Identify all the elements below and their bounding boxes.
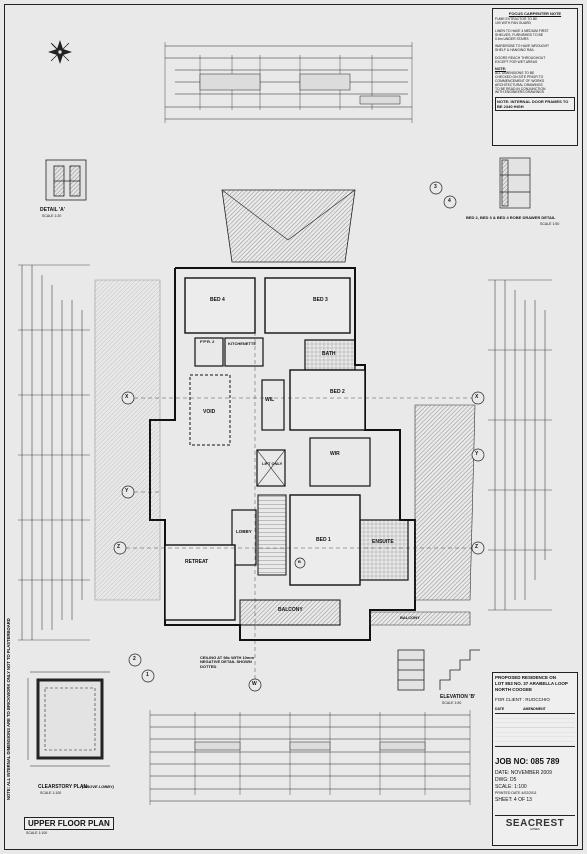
right-dimension-strings [488, 279, 552, 611]
notes-subheading: NOTE: [495, 66, 507, 71]
notes-line: FUME EXTRACTOR TO BE [495, 17, 538, 21]
grid-marker-y-right: Y [475, 451, 479, 457]
notes-line: SHELF & HANGING RAIL [495, 48, 535, 53]
notes-line: COMMENCEMENT OF WORKS [495, 78, 545, 83]
notes-line: LINEN TO HAVE 4 MEDIUM FIRST [495, 28, 549, 33]
room-label-kitchenette: KITCHENETTE [228, 341, 256, 346]
notes-line: CHECKED ON SITE PRIOR TO [495, 74, 544, 79]
roof-outline [221, 189, 356, 263]
north-arrow-icon [48, 40, 72, 64]
room-label-lift: LIFT ONLY [262, 461, 283, 466]
room-label-bed4: BED 4 [210, 297, 225, 303]
notes-line: WITH ENGINEERS DRAWINGS [495, 90, 545, 95]
drawing-date: DATE: NOVEMBER 2009 [495, 770, 552, 776]
notes-line: 100 WITH FAN GUARD [495, 20, 531, 25]
drawing-scale-value: SCALE: 1:100 [495, 784, 527, 790]
room-label-retreat: RETREAT [185, 559, 209, 565]
detail-a-scale: SCALE 1:20 [42, 214, 62, 218]
grid-marker-3: 3 [434, 184, 437, 190]
room-label-fpr2: F'P'R. 2 [200, 339, 215, 344]
room-label-balcony: BALCONY [278, 607, 303, 613]
room-label-ensuite: ENSUITE [372, 539, 394, 545]
room-label-bed2: BED 2 [330, 389, 345, 395]
grid-markers [113, 181, 485, 692]
building-outline [149, 267, 416, 641]
ceiling-note: CEILING AT 98c WITH 10mm NEGATIVE DETAIL… [200, 655, 255, 669]
bottom-dimension-strings [149, 710, 471, 805]
drawing-scale: SCALE 1:100 [26, 831, 48, 835]
job-number: JOB NO: 085 789 [495, 757, 560, 766]
project-line: PROPOSED RESIDENCE ON [495, 675, 557, 680]
grid-marker-2: 2 [133, 656, 136, 662]
sheet-number: SHEET: 4 OF 13 [495, 797, 532, 803]
grid-marker-w: W [252, 681, 257, 687]
title-block: PROPOSED RESIDENCE ON LOT 853 NO. 37 ARA… [492, 672, 578, 846]
room-label-wir: WIR [330, 451, 340, 457]
room-label-lobby: LOBBY [236, 529, 252, 534]
notes-line: WARDROBE TO HAVE WROUGHT [495, 44, 550, 49]
grid-marker-z-right: Z [475, 544, 479, 550]
room-label-bed3: BED 3 [313, 297, 328, 303]
sheet-border [4, 4, 583, 850]
clearstory-scale: SCALE 1:100 [40, 791, 62, 795]
printed-date: PRINTED DATE 4/02/2011 [495, 791, 537, 795]
elevation-b-label: ELEVATION 'B' [440, 694, 476, 700]
elevation-b-drawing [397, 649, 480, 691]
notes-line: ALL DIMENSIONS TO BE [495, 70, 535, 75]
grid-marker-y-left: Y [125, 488, 129, 494]
carpenter-notes-box: FOCUS CARPENTER NOTE FUME EXTRACTOR TO B… [492, 8, 578, 146]
company-sub: HOMES [530, 828, 540, 831]
room-label-bed1: BED 1 [316, 537, 331, 543]
project-line: NORTH COOGEE [495, 687, 533, 692]
grid-marker-x-right: X [475, 394, 479, 400]
grid-marker-1: 1 [146, 672, 149, 678]
room-label-bath: BATH [322, 351, 336, 357]
amendment-column-heading: AMENDMENT [523, 707, 546, 711]
notes-line: DOORS REACH THROUGHOUT [495, 56, 546, 61]
left-dimension-strings [18, 264, 90, 641]
grid-marker-z-left: Z [117, 544, 121, 550]
date-column-heading: DATE [495, 707, 505, 711]
notes-line: ARCHITECTURAL DRAWINGS [495, 82, 543, 87]
notes-line: SHELVES, FURNISHED TO BE [495, 32, 544, 37]
notes-line: EXCEPT FOR WET AREAS [495, 59, 538, 64]
grid-marker-x-left: X [125, 394, 129, 400]
grid-marker-b: B [298, 559, 301, 564]
clearstory-label: CLEARSTORY PLAN [38, 784, 88, 790]
robe-drawer-detail-drawing [499, 157, 531, 209]
clearstory-plan-drawing [27, 671, 110, 767]
notes-line: 0.6m UNDER STAIRS [495, 36, 529, 41]
top-dimension-strings [164, 42, 413, 123]
room-label-void: VOID [203, 409, 216, 415]
notes-line: TO BE READ IN CONJUNCTION [495, 86, 546, 91]
elevation-b-scale: SCALE 1:50 [442, 701, 462, 705]
side-dimension-note: NOTE: ALL INTERNAL DIMENSIONS ARE TO BRI… [6, 618, 11, 800]
detail-a-drawing [45, 159, 87, 201]
room-label-wil: WIL [265, 397, 275, 403]
drawing-number: DWG: D5 [495, 777, 517, 783]
lower-roof-areas [94, 279, 476, 626]
drawing-title: UPPER FLOOR PLAN [24, 817, 114, 830]
client-name: FOR CLIENT : RUOCCHIO [495, 697, 550, 702]
room-label-balcony-2: BALCONY [400, 615, 420, 620]
robe-detail-label: BED 2, BED 3 & BED 4 ROBE DRAWER DETAIL [466, 215, 556, 220]
door-frame-note: NOTE: INTERNAL DOOR FRAMES TO BE 2340 HI… [495, 97, 575, 112]
project-line: LOT 853 NO. 37 ARABELLA LOOP [495, 681, 568, 686]
robe-detail-scale: SCALE 1:50 [540, 222, 560, 226]
detail-a-label: DETAIL 'A' [40, 207, 65, 213]
amendment-table [495, 713, 575, 747]
company-logo: SEACREST [495, 815, 575, 829]
clearstory-sub: (ABOVE LOBBY) [82, 784, 114, 789]
notes-heading: FOCUS CARPENTER NOTE [508, 11, 562, 16]
grid-marker-4: 4 [448, 198, 451, 204]
